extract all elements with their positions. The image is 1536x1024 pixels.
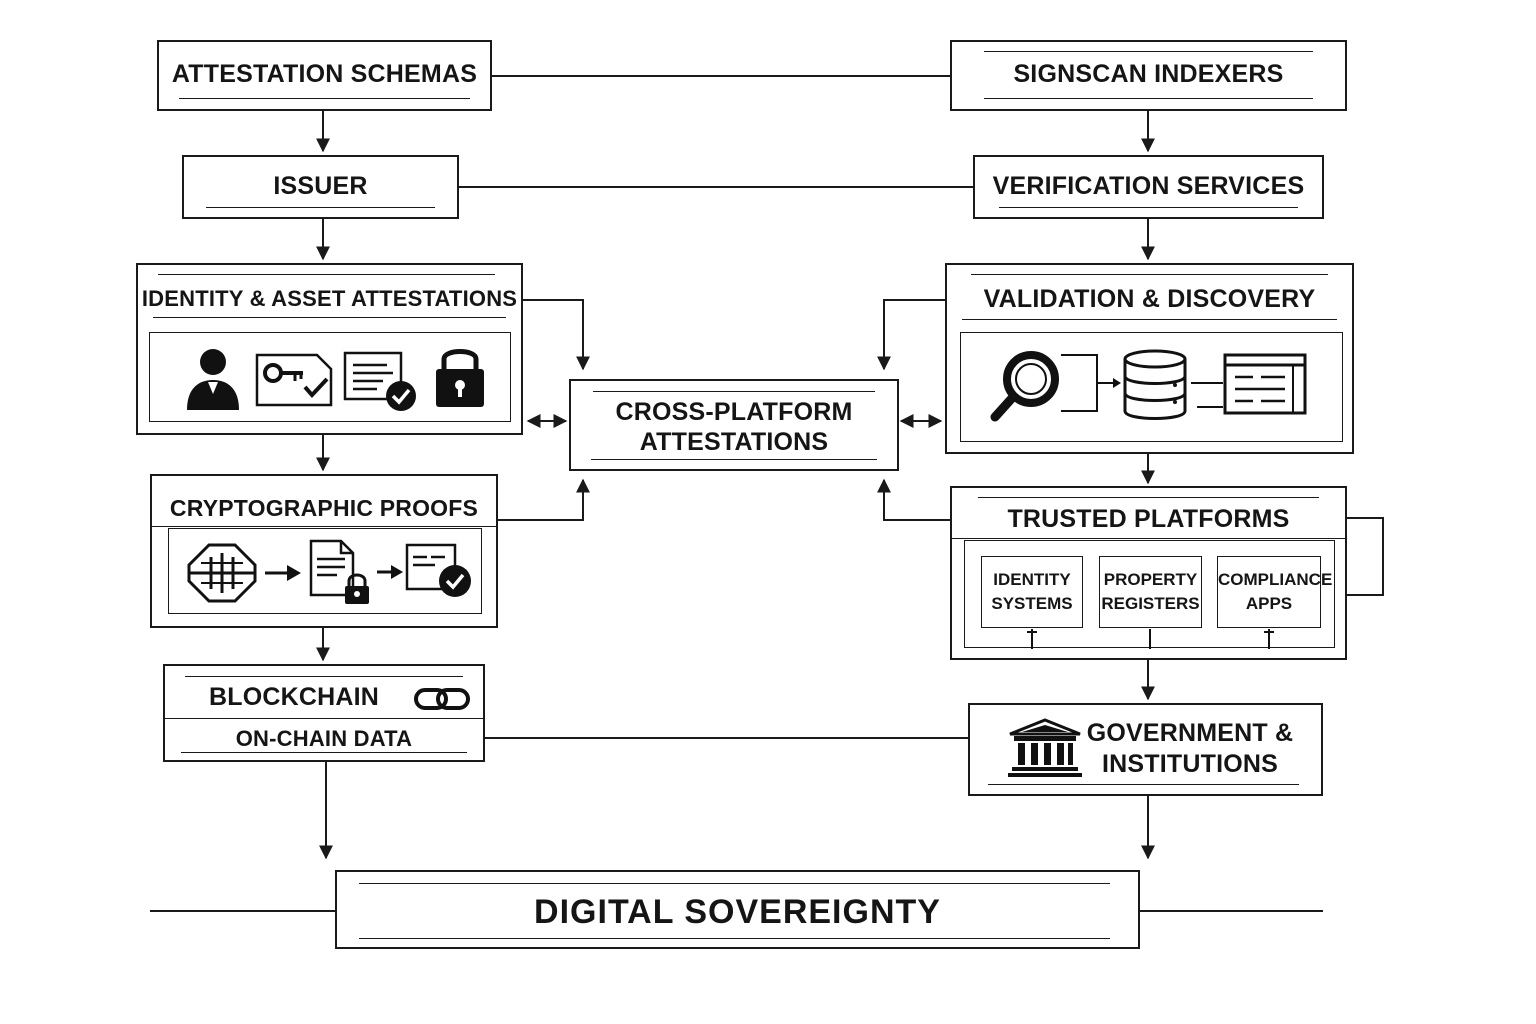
magnifier-icon [990,351,1059,422]
signed-document-icon [405,543,471,597]
table-icon [1223,353,1307,415]
underline [984,98,1313,99]
node-on-chain-data-label: ON-CHAIN DATA [235,726,413,751]
node-cross-platform-label-line1: CROSS-PLATFORM [615,398,853,426]
validation-icon-panel [960,332,1343,442]
node-blockchain: BLOCKCHAIN ON-CHAIN DATA [163,664,485,762]
node-digital-sovereignty: DIGITAL SOVEREIGNTY [335,870,1140,949]
divider [152,526,496,527]
underline [181,752,467,753]
overline [359,883,1110,884]
underline [988,784,1299,785]
node-validation-discovery-label: VALIDATION & DISCOVERY [983,285,1316,313]
divider [952,538,1345,539]
node-verification-services-label: VERIFICATION SERVICES [992,172,1305,200]
underline [179,98,470,99]
arrow-crypto-cross [497,478,590,521]
platform-label-line1: COMPLIANCE [1218,570,1333,589]
node-issuer: ISSUER [182,155,459,219]
node-signscan-indexers: SIGNSCAN INDEXERS [950,40,1347,111]
overline [593,391,875,392]
node-trusted-platforms-label: TRUSTED PLATFORMS [1007,505,1290,533]
divider [165,718,483,719]
node-government-institutions: GOVERNMENT & INSTITUTIONS [968,703,1323,796]
arrow-right-icon [265,565,301,581]
node-attestation-schemas: ATTESTATION SCHEMAS [157,40,492,111]
identity-asset-icon-panel [149,332,511,422]
overline [978,497,1319,498]
underline [153,317,506,318]
underline [359,938,1110,939]
node-cross-platform-attestations: CROSS-PLATFORM ATTESTATIONS [569,379,899,471]
institution-building-icon [1008,718,1082,777]
node-attestation-schemas-label: ATTESTATION SCHEMAS [171,60,478,88]
node-validation-discovery: VALIDATION & DISCOVERY [945,263,1354,454]
platform-identity-systems: IDENTITY SYSTEMS [981,556,1083,628]
arrow-right-small-icon [377,565,403,579]
node-government-label-line2: INSTITUTIONS [1101,750,1278,778]
chain-link-icon [414,688,470,710]
arrow-identity-cross [522,299,590,371]
platform-label-line2: REGISTERS [1101,594,1200,613]
database-icon [1123,349,1187,420]
magnifier-to-database-connector [1061,354,1121,412]
platform-feed-ticks [1027,629,1274,649]
underline [999,207,1298,208]
platform-label-line1: PROPERTY [1103,570,1198,589]
node-government-label-line1: GOVERNMENT & [1086,719,1294,747]
node-cryptographic-proofs: CRYPTOGRAPHIC PROOFS [150,474,498,628]
platform-label-line1: IDENTITY [993,570,1071,589]
platform-compliance-apps: COMPLIANCE APPS [1217,556,1333,628]
locked-document-icon [309,539,369,604]
node-identity-asset-label: IDENTITY & ASSET ATTESTATIONS [141,286,518,311]
node-blockchain-label: BLOCKCHAIN [208,683,380,711]
platform-property-registers: PROPERTY REGISTERS [1099,556,1202,628]
overline [984,51,1313,52]
trusted-platforms-bracket [1346,517,1384,596]
node-cryptographic-proofs-label: CRYPTOGRAPHIC PROOFS [169,495,479,521]
node-signscan-indexers-label: SIGNSCAN INDEXERS [1013,60,1284,88]
overline [158,274,495,275]
padlock-icon [436,349,484,407]
overline [971,274,1328,275]
cryptographic-icon-panel [168,528,482,614]
arrow-trusted-cross [877,478,950,521]
node-cross-platform-label-line2: ATTESTATIONS [639,428,829,456]
verified-document-icon [343,351,416,411]
arrow-validation-cross [877,299,945,371]
node-issuer-label: ISSUER [273,172,368,200]
database-to-table-connector [1191,382,1223,408]
underline [206,207,435,208]
node-digital-sovereignty-label: DIGITAL SOVEREIGNTY [534,893,941,931]
underline [962,319,1337,320]
trusted-platforms-panel: IDENTITY SYSTEMS PROPERTY REGISTERS COMP… [964,540,1335,649]
node-identity-asset-attestations: IDENTITY & ASSET ATTESTATIONS [136,263,523,435]
key-certificate-icon [255,353,333,407]
node-verification-services: VERIFICATION SERVICES [973,155,1324,219]
overline [185,676,463,677]
cipher-chip-icon [187,543,257,603]
platform-label-line2: APPS [1245,594,1293,613]
platform-label-line2: SYSTEMS [991,594,1073,613]
underline [591,459,877,460]
user-icon [187,349,239,410]
node-trusted-platforms: TRUSTED PLATFORMS IDENTITY SYSTEMS PROPE… [950,486,1347,660]
